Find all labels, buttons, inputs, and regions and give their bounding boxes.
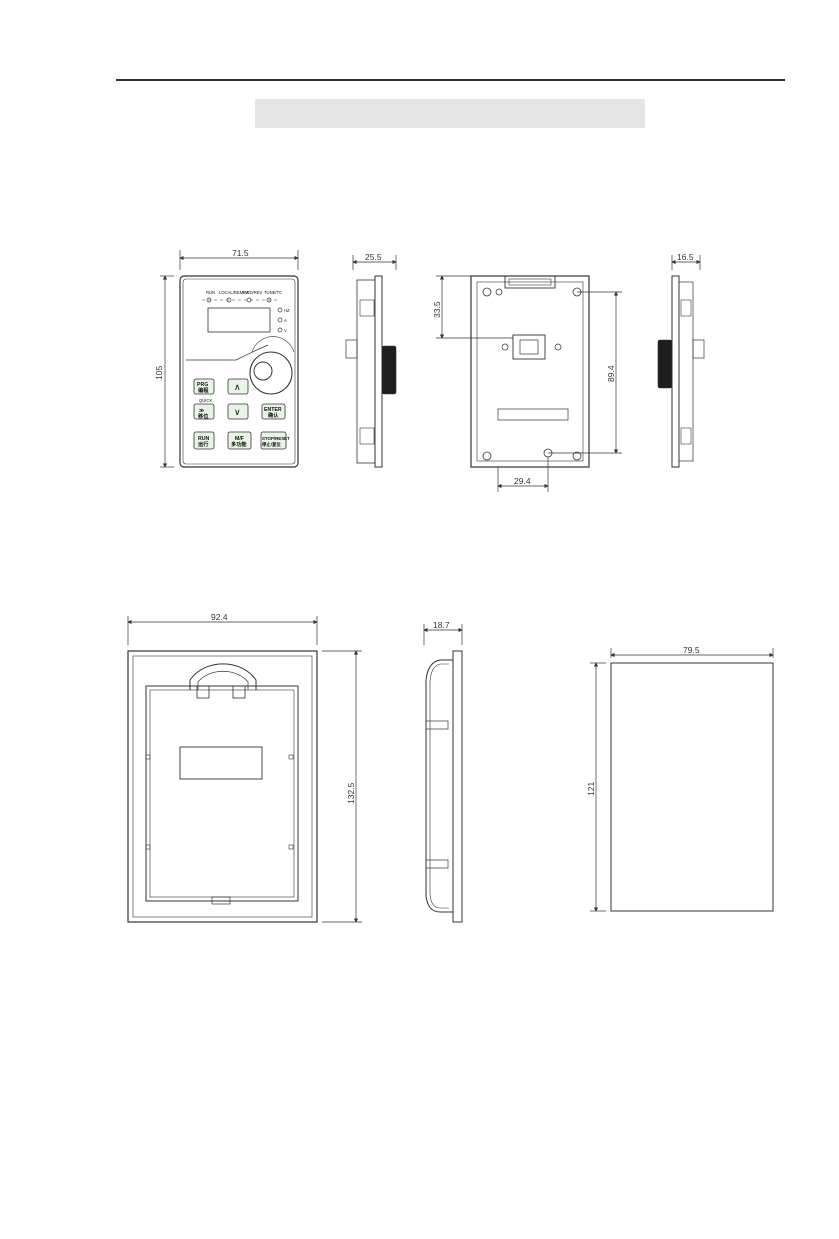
keypad-height-dim: 105 [154,366,164,380]
keypad-width-dim: 71.5 [232,248,249,258]
up-key[interactable] [227,378,249,395]
shift-key-cn-label: 移位 [198,412,209,420]
bracket-front-dims [127,616,362,923]
prg-key-label: PRG [197,382,208,388]
back-hole-offset-dim: 29.4 [514,476,531,486]
side2-knob-icon [657,339,673,389]
led-run-label: RUN [206,290,215,295]
cutout-height-dim: 121 [586,782,596,796]
keypad-side-view [345,275,397,468]
bracket-side-view [425,650,463,923]
panel-cutout [610,662,774,912]
keypad-back-dims [436,275,622,492]
stop-key-label: STOP/RESET [262,436,290,441]
side-knob-icon [381,345,397,395]
back-hole-spacing-dim: 89.4 [606,365,616,382]
knob-outer-icon [249,351,293,395]
display-window [207,307,271,333]
back-top-offset-dim: 33.5 [432,301,442,318]
led-local-icon [226,297,232,303]
prg-key-cn-label: 编程 [198,386,209,394]
side2-depth-dim: 16.5 [677,252,694,262]
up-key-label: ∧ [234,382,241,392]
side-depth-dim: 25.5 [365,252,382,262]
bracket-width-dim: 92.4 [211,612,228,622]
prg-key[interactable] [193,378,215,395]
shift-key[interactable] [193,403,215,420]
mf-key[interactable] [227,431,252,450]
cutout-dims [590,648,774,912]
bracket-height-dim: 132.5 [346,782,356,804]
unit-hz-label: HZ [284,308,290,313]
led-fwd-label: FWD/REV [243,290,263,295]
keypad-side-view-2 [657,275,705,468]
enter-key-label: ENTER [264,407,282,413]
led-fwd-icon [246,297,252,303]
keypad-back-view [470,275,590,468]
keypad-side-dims [352,255,397,270]
keypad-front-dims [160,250,299,468]
knob-center-icon [253,361,273,381]
stop-key-cn-label: 停止/复位 [262,441,281,448]
stop-reset-key[interactable] [260,431,287,450]
mf-key-label: M/F [235,436,244,442]
led-local-label: LOCAL/REMOT [219,290,249,295]
run-key[interactable] [193,431,215,450]
down-key-label: ∨ [234,407,241,417]
unit-a-label: A [284,318,287,323]
led-tune-icon [266,297,272,303]
bracket-depth-dim: 18.7 [433,620,450,630]
bracket-side-dims [423,624,463,645]
header-rule [116,79,785,81]
mf-key-cn-label: 多功能 [231,440,247,448]
keypad-side2-dims [671,255,701,270]
led-run-icon [206,297,212,303]
enter-key[interactable] [261,403,286,420]
run-key-label: RUN [198,436,209,442]
connector-icon [512,334,546,360]
shift-key-label: ≫ [199,408,204,414]
bracket-front-view [127,650,318,923]
quick-label: QUICK [199,398,212,403]
led-tune-label: TUNE/TC [264,290,282,295]
enter-key-cn-label: 确认 [268,411,279,419]
label-plate [497,408,569,421]
title-band [255,99,645,128]
bracket-label-plate [179,746,263,780]
keypad-front-view: RUN LOCAL/REMOT FWD/REV TUNE/TC HZ A V P… [179,275,299,468]
cutout-width-dim: 79.5 [683,645,700,655]
mount-hole-icon [482,287,492,297]
run-key-cn-label: 运行 [198,440,209,448]
down-key[interactable] [227,403,249,420]
unit-v-label: V [284,328,287,333]
